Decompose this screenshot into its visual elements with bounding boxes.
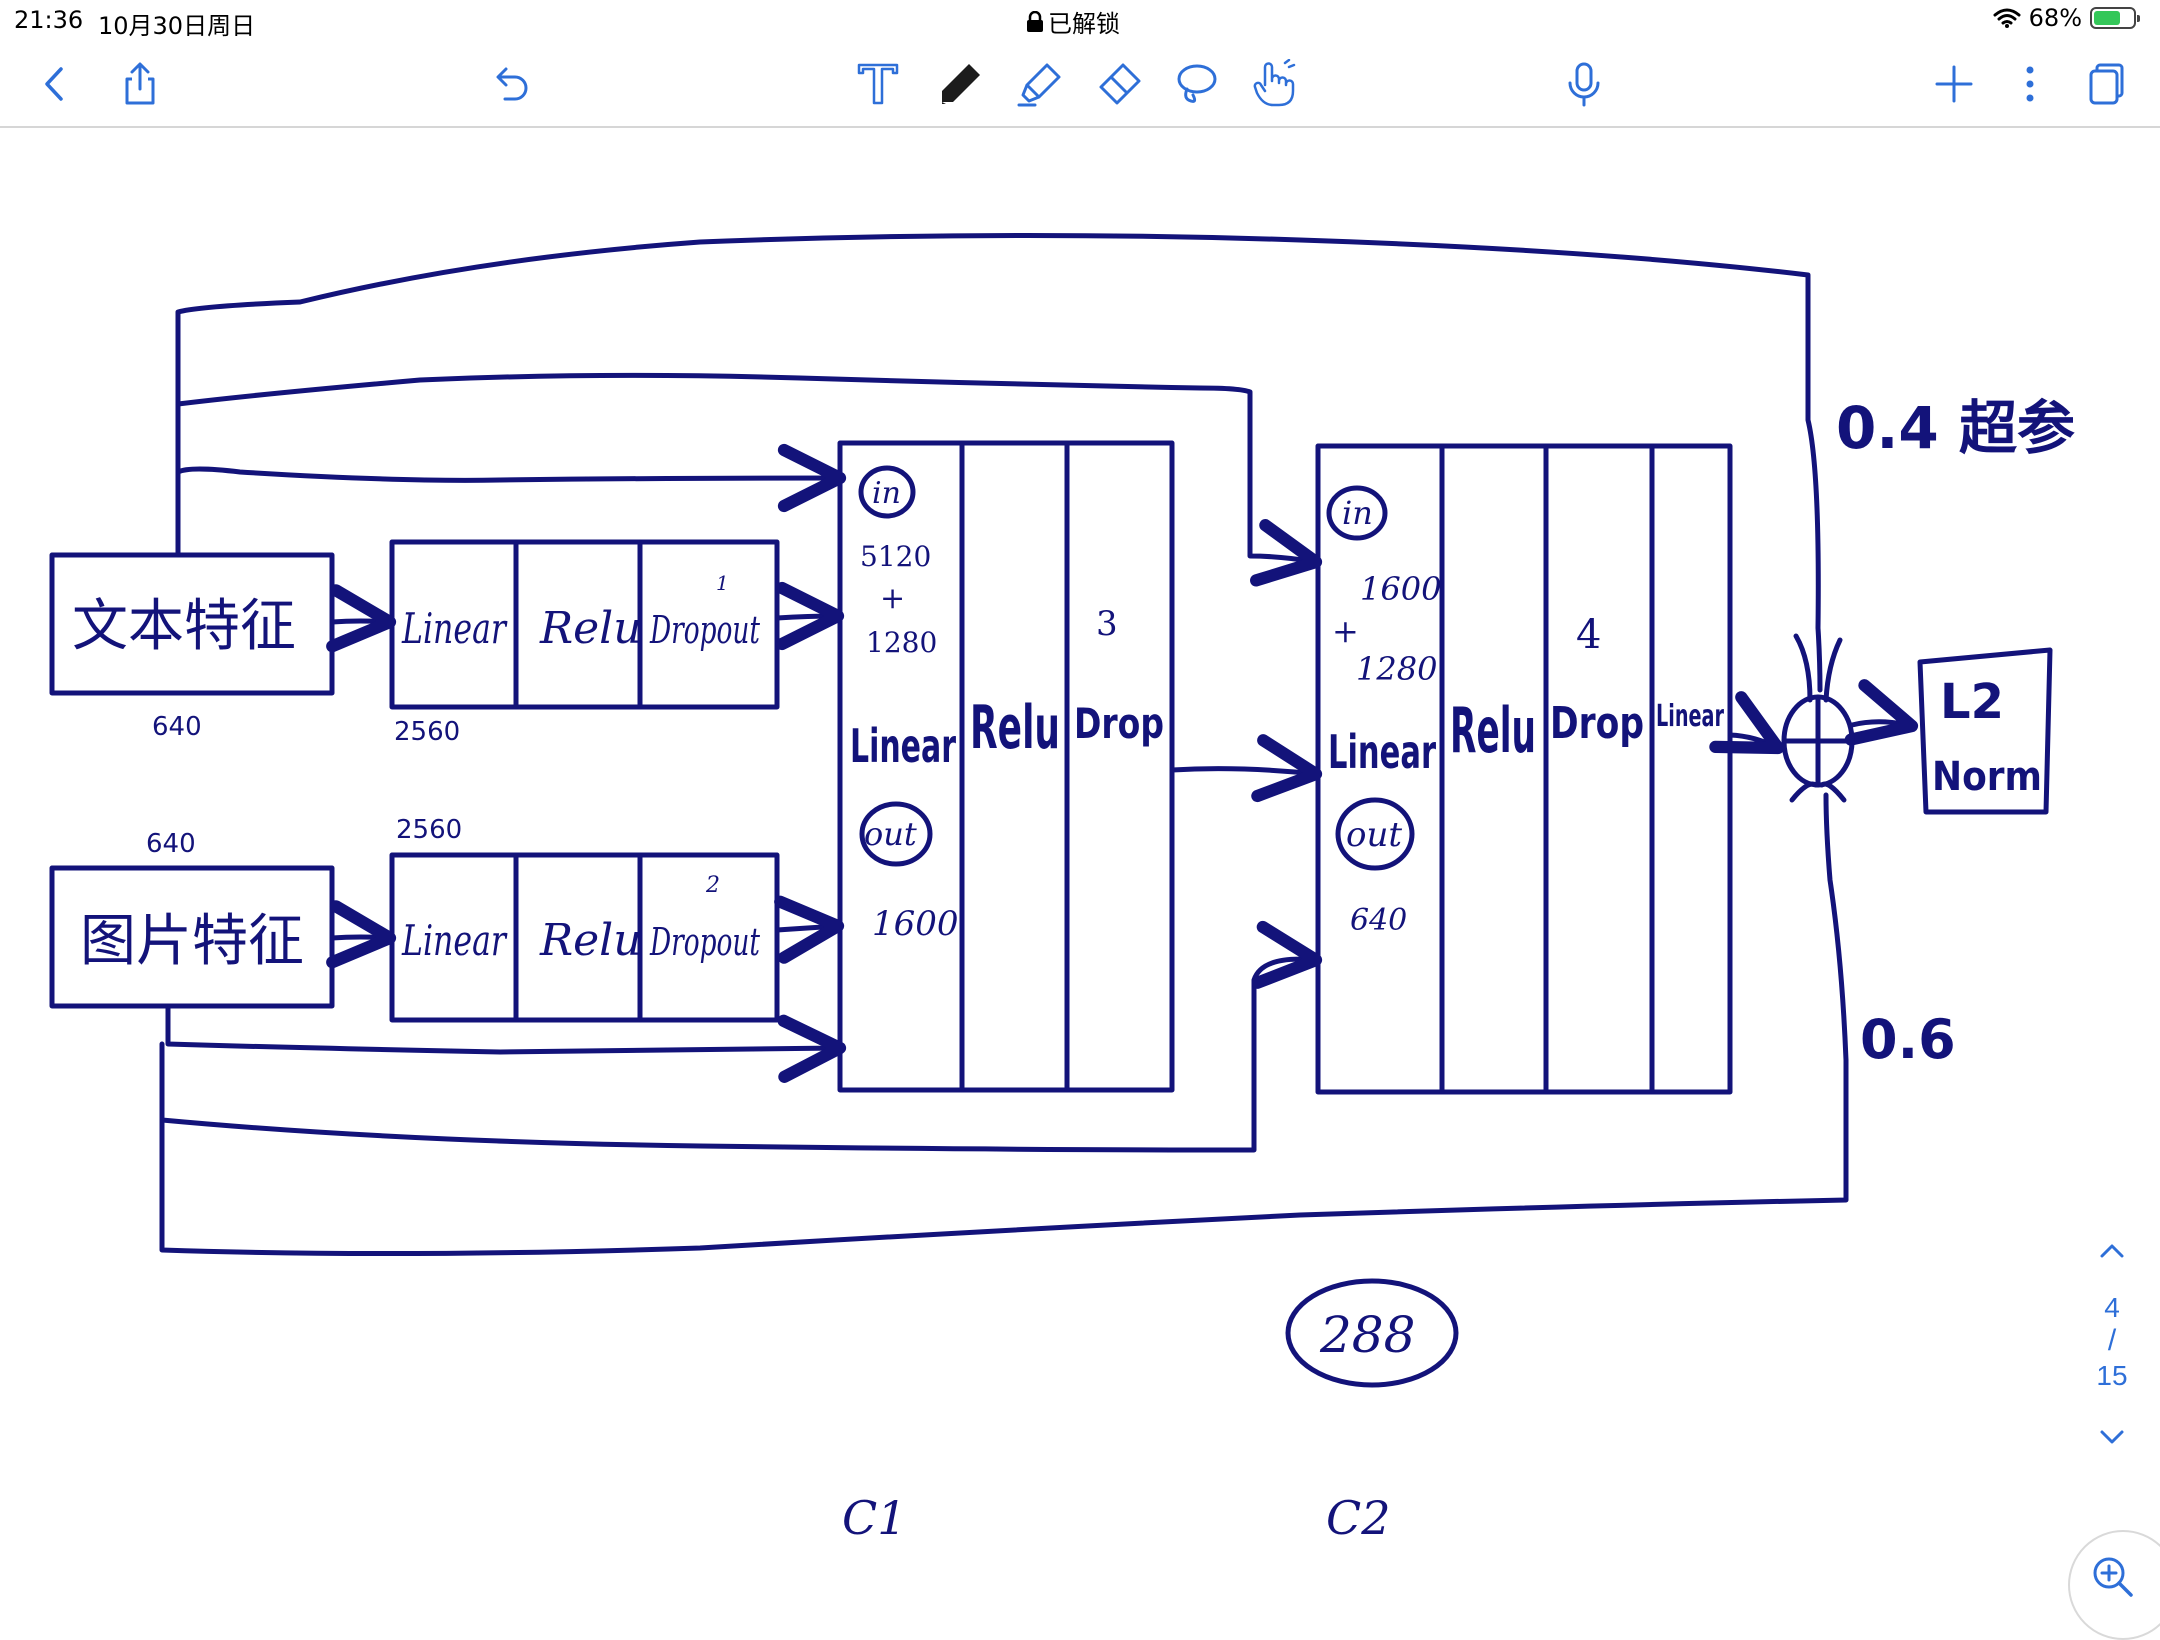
pen-icon[interactable] [930,54,990,114]
c1-index: 3 [1096,604,1118,644]
c2-index: 4 [1576,612,1601,658]
page-separator: / [2107,1324,2117,1357]
label-c2: C2 [1326,1491,1390,1545]
share-icon[interactable] [110,54,170,114]
norm-label: Norm [1932,754,2042,800]
c1-relu: Relu [970,693,1060,763]
mlp2-dropout: Dropout [649,920,760,964]
mlp1-relu: Relu [539,603,642,654]
battery-fill [2094,11,2120,25]
page-up-chevron-icon[interactable] [2080,1230,2144,1270]
status-right: 68% [1993,4,2140,32]
toolbar [0,40,2160,128]
add-page-icon[interactable] [1924,54,1984,114]
dim-2560-top: 2560 [394,717,460,747]
mlp2-linear: Linear [401,916,508,965]
c1-linear: Linear [850,719,956,773]
l2-norm-box [1917,647,2053,815]
c2-drop: Drop [1550,698,1644,749]
zoom-button[interactable] [2068,1530,2160,1640]
c2-dim-a: 1600 [1360,570,1441,608]
status-lock: 已解锁 [1026,4,1120,39]
undo-icon[interactable] [480,54,540,114]
status-date: 10月30日周日 [98,12,256,40]
c1-in: in [872,476,901,511]
page-navigator: 4 / 15 [2080,1220,2144,1460]
lock-icon [1027,10,1043,32]
weight-top: 0.4 超参 [1836,394,2075,462]
circled-number [1285,1278,1459,1388]
mlp2-index: 2 [705,873,720,898]
c1-out: out [864,815,917,853]
zoom-in-icon [2093,1557,2133,1597]
lasso-icon[interactable] [1166,54,1226,114]
c2-linear: Linear [1328,725,1436,779]
c1-dim-a: 5120 [860,540,931,573]
c2-relu: Relu [1450,694,1536,767]
c1-plus: + [880,581,905,616]
text-tool-icon[interactable] [848,54,908,114]
handwritten-diagram: 文本特征 图片特征 640 640 2560 2560 Linear Relu … [49,232,2075,1545]
pages-icon[interactable] [2076,54,2136,114]
c2-in: in [1342,494,1373,532]
weight-bottom: 0.6 [1860,1008,1956,1071]
circled-number-text: 288 [1319,1306,1415,1364]
mlp2-relu: Relu [539,915,642,966]
c1-block [837,440,1175,1093]
back-chevron-icon[interactable] [24,54,84,114]
mlp1-dropout: Dropout [649,608,760,652]
c2-out-dim: 640 [1350,903,1407,938]
total-pages: 15 [2096,1360,2128,1391]
mlp1-index: 1 [716,571,729,595]
c1-drop: Drop [1074,699,1164,748]
c1-dim-b: 1280 [866,626,937,659]
microphone-icon[interactable] [1554,54,1614,114]
more-icon[interactable] [2000,54,2060,114]
lock-label: 已解锁 [1048,10,1120,38]
eraser-icon[interactable] [1088,54,1148,114]
status-time: 21:36 [14,6,84,34]
c2-linear2: Linear [1656,699,1724,734]
battery-icon [2090,7,2140,29]
current-page: 4 [2104,1292,2120,1323]
c2-out: out [1346,815,1402,855]
label-c1: C1 [842,1491,906,1545]
hand-pointer-icon[interactable] [1244,54,1304,114]
note-canvas[interactable]: 文本特征 图片特征 640 640 2560 2560 Linear Relu … [0,130,2160,1620]
c1-out-dim: 1600 [872,904,959,944]
l2-label: L2 [1940,674,2004,730]
text-feature-label: 文本特征 [72,594,296,659]
highlighter-icon[interactable] [1010,54,1070,114]
dim-2560-bottom: 2560 [396,815,462,845]
dim-640-top: 640 [152,712,202,742]
image-feature-label: 图片特征 [80,909,304,974]
status-bar: 21:36 10月30日周日 已解锁 68% [0,0,2160,40]
c2-plus: + [1332,612,1359,650]
page-down-chevron-icon[interactable] [2080,1418,2144,1458]
battery-percent: 68% [2028,4,2082,32]
mlp1-linear: Linear [401,604,508,653]
dim-640-bottom: 640 [146,829,196,859]
wifi-icon [1993,8,2021,28]
c2-dim-b: 1280 [1356,650,1437,688]
